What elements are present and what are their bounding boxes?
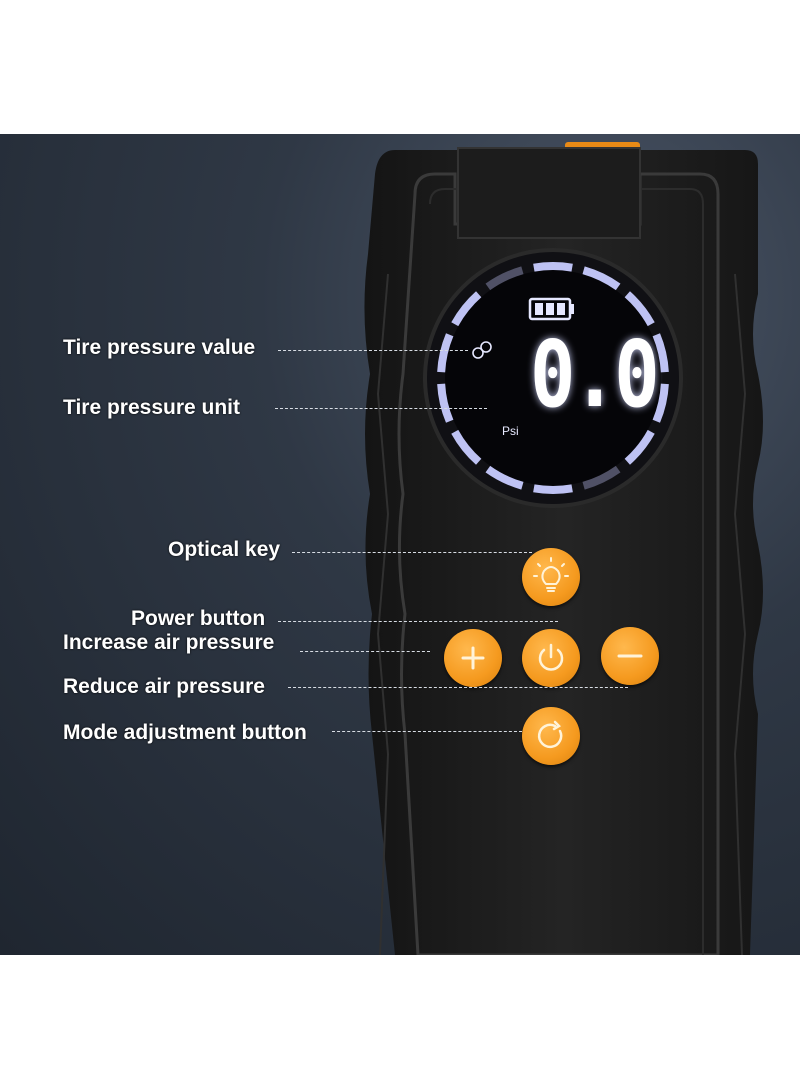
leader-line-mode-adjustment — [332, 731, 522, 732]
wheel-icon — [472, 341, 492, 359]
display-ring-segment — [451, 291, 482, 327]
lcd-display — [423, 248, 683, 508]
display-ring-segment — [437, 383, 454, 423]
display-ring-segment — [624, 291, 655, 327]
pressure-unit: Psi — [502, 424, 519, 438]
display-ring-segment — [485, 465, 524, 490]
lightbulb-icon — [533, 557, 569, 592]
mode-adjustment-button[interactable] — [522, 707, 580, 765]
label-reduce-air-pressure: Reduce air pressure — [63, 675, 265, 698]
display-ring-segment — [582, 465, 621, 490]
label-tire-pressure-value: Tire pressure value — [63, 336, 256, 359]
optical-key-button[interactable] — [522, 548, 580, 606]
display-ring-segment — [533, 262, 573, 272]
plus-icon — [461, 646, 485, 670]
label-mode-adjustment-button: Mode adjustment button — [63, 721, 307, 744]
display-ring-segment — [451, 429, 482, 465]
leader-line-pressure-unit — [275, 408, 487, 409]
leader-line-pressure-value — [278, 350, 468, 351]
display-ring-segment — [652, 383, 669, 423]
display-ring-segment — [533, 484, 573, 494]
pressure-readout: 0.0 — [530, 321, 660, 428]
product-photo: 0.0 Psi — [0, 134, 800, 955]
battery-icon — [528, 297, 574, 321]
label-tire-pressure-unit: Tire pressure unit — [63, 396, 241, 419]
leader-line-reduce-pressure — [288, 687, 628, 688]
display-ring-segment — [652, 333, 669, 373]
minus-icon — [617, 654, 643, 658]
label-increase-air-pressure: Increase air pressure — [63, 631, 275, 654]
leader-line-optical-key — [292, 552, 532, 553]
label-optical-key: Optical key — [168, 538, 281, 561]
power-icon — [538, 643, 564, 671]
leader-line-increase-pressure — [300, 651, 430, 652]
display-ring-segment — [582, 266, 621, 291]
reduce-pressure-button[interactable] — [601, 627, 659, 685]
label-power-button: Power button — [131, 607, 266, 630]
display-ring-segment — [624, 429, 655, 465]
display-ring-segment — [437, 333, 454, 373]
display-ring-segment — [485, 266, 524, 291]
power-button[interactable] — [522, 629, 580, 687]
leader-line-power-button — [278, 621, 558, 622]
increase-pressure-button[interactable] — [444, 629, 502, 687]
mode-icon — [537, 720, 563, 749]
